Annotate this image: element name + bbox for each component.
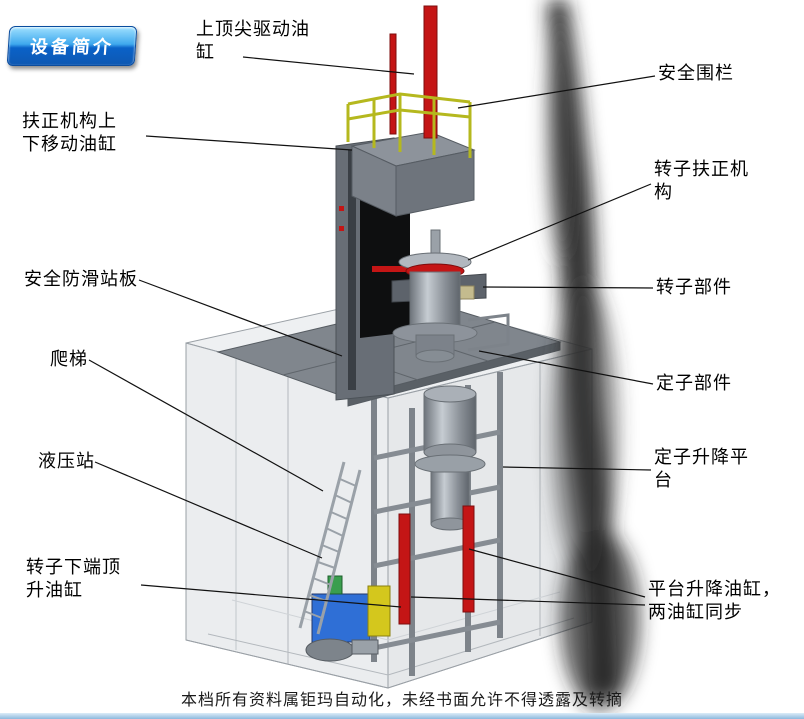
label-ladder: 爬梯 (50, 349, 88, 370)
press-head (350, 131, 476, 217)
hydraulic-yellow-unit (367, 585, 391, 637)
label-stator-lift-platform: 定子升降平 台 (654, 447, 749, 492)
safety-fence-graphic (346, 92, 472, 158)
leader-rotor-part (482, 286, 654, 289)
leader-ladder (88, 359, 324, 492)
hydraulic-motor (305, 638, 355, 662)
leader-centering-cylinder (145, 135, 353, 151)
leader-platform-cylinder-a (468, 548, 646, 598)
shadow-smudge (546, 0, 640, 710)
platform-lift-cylinders-graphic (398, 505, 475, 625)
label-stator-part: 定子部件 (656, 373, 732, 394)
leader-hydraulic-station (94, 461, 323, 559)
leader-antislip-platform (138, 279, 343, 357)
label-antislip-platform: 安全防滑站板 (24, 269, 138, 290)
leader-stator-part (478, 350, 654, 385)
leader-top-drive-cylinder (242, 56, 415, 75)
bottom-divider (0, 713, 804, 719)
label-centering-move-cylinder: 扶正机构上 下移动油缸 (22, 111, 117, 156)
leader-lines (88, 56, 656, 608)
label-platform-lift-cylinders: 平台升降油缸， 两油缸同步 (648, 579, 781, 624)
label-rotor-centering-mech: 转子扶正机 构 (654, 159, 749, 204)
label-safety-fence: 安全围栏 (658, 63, 734, 84)
lift-cylinder-right (462, 505, 475, 613)
leader-stator-platform (502, 466, 652, 471)
lift-cylinder-left (398, 513, 411, 625)
label-rotor-bottom-jack: 转子下端顶 升油缸 (26, 557, 121, 602)
ladder-graphic (298, 461, 362, 635)
leader-safety-fence (457, 75, 656, 109)
leader-rotor-centering (467, 183, 652, 261)
leader-rotor-jack (140, 584, 402, 608)
label-rotor-part: 转子部件 (656, 277, 732, 298)
label-hydraulic-station: 液压站 (38, 451, 95, 472)
rotor-assembly (392, 229, 478, 363)
label-top-drive-cylinder: 上顶尖驱动油 缸 (196, 19, 310, 64)
footer-disclaimer: 本档所有资料属钜玛自动化，未经书面允许不得透露及转摘 (180, 690, 623, 709)
title-badge: 设备简介 (6, 26, 138, 66)
leader-platform-cylinder-b (410, 596, 646, 606)
